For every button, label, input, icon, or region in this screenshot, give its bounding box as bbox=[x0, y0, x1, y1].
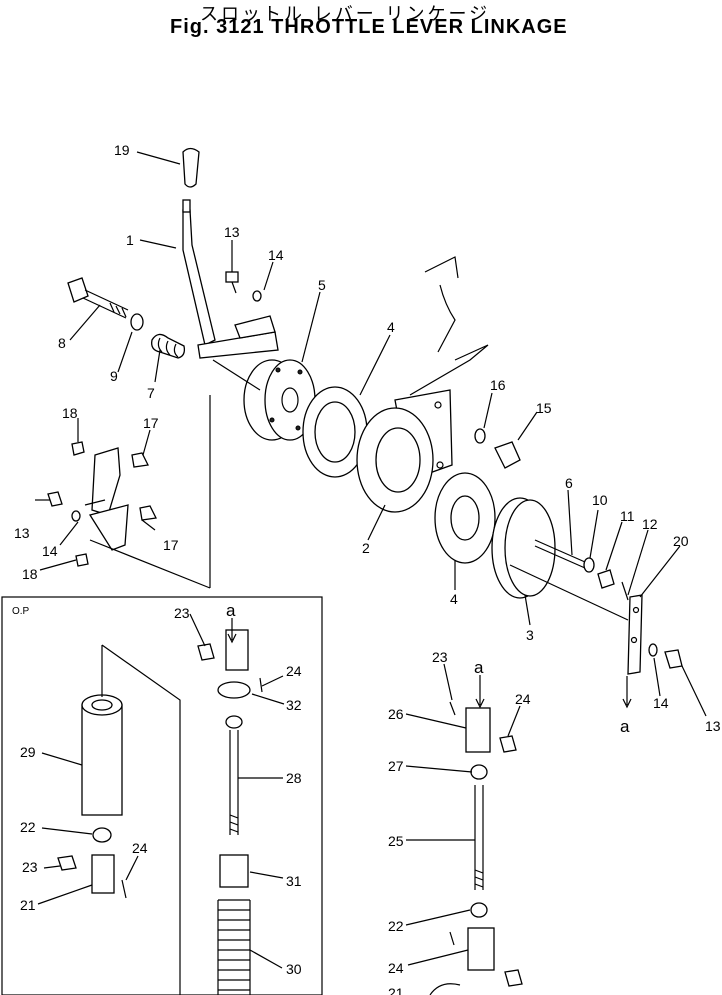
callout-18-bottom: 18 bbox=[22, 566, 38, 582]
callout-6: 6 bbox=[565, 475, 573, 491]
callout-31: 31 bbox=[286, 873, 302, 889]
callout-18-top: 18 bbox=[62, 405, 78, 421]
op-guide-lines bbox=[101, 644, 181, 995]
callout-13-left: 13 bbox=[14, 525, 30, 541]
bolt-8 bbox=[67, 277, 129, 319]
washer-14-left bbox=[71, 510, 81, 522]
sleeve-29 bbox=[81, 694, 123, 816]
callout-23-op: 23 bbox=[22, 859, 38, 875]
ref-a-right: a bbox=[474, 658, 484, 677]
callout-14-top: 14 bbox=[268, 247, 284, 263]
callout-24-right-bottom: 24 bbox=[388, 960, 404, 976]
leader-lines bbox=[35, 151, 707, 969]
bolt-23-op bbox=[57, 855, 77, 871]
callout-10: 10 bbox=[592, 492, 608, 508]
flange-disc-5 bbox=[243, 359, 316, 441]
callout-16: 16 bbox=[490, 377, 506, 393]
ref-a-link: a bbox=[620, 717, 630, 736]
callout-29: 29 bbox=[20, 744, 36, 760]
callout-5: 5 bbox=[318, 277, 326, 293]
callout-24-op: 24 bbox=[132, 840, 148, 856]
bolt-17-bottom bbox=[139, 505, 157, 521]
callout-28: 28 bbox=[286, 770, 302, 786]
nut-11 bbox=[597, 569, 615, 589]
right-rod-assembly bbox=[429, 701, 523, 995]
callout-3: 3 bbox=[526, 627, 534, 643]
callout-19: 19 bbox=[114, 142, 130, 158]
callout-24-op-top: 24 bbox=[286, 663, 302, 679]
callout-27: 27 bbox=[388, 758, 404, 774]
disc-3 bbox=[491, 497, 586, 599]
bolt-17-top bbox=[131, 452, 149, 468]
page-title-jp: スロットル レバー リンケージ bbox=[200, 4, 491, 25]
pin-12 bbox=[621, 581, 629, 601]
callout-21-right: 21 bbox=[388, 985, 404, 995]
callout-15: 15 bbox=[536, 400, 552, 416]
callout-21-op: 21 bbox=[20, 897, 36, 913]
callout-13-top: 13 bbox=[224, 224, 240, 240]
ref-arrow-a2 bbox=[475, 675, 485, 709]
assembly-centerline bbox=[89, 359, 629, 621]
callout-30: 30 bbox=[286, 961, 302, 977]
callout-32: 32 bbox=[286, 697, 302, 713]
ref-arrow-a3 bbox=[622, 676, 632, 709]
friction-ring-4-lower bbox=[434, 472, 496, 564]
link-plate-20 bbox=[627, 594, 643, 675]
bracket-plate-2 bbox=[356, 389, 453, 513]
spring-7 bbox=[151, 333, 186, 359]
callout-13-right: 13 bbox=[705, 718, 721, 734]
callout-26: 26 bbox=[388, 706, 404, 722]
bolt-13-top bbox=[225, 271, 239, 294]
pin-24-op bbox=[121, 879, 127, 899]
lever-knob-19 bbox=[182, 147, 200, 188]
callout-2: 2 bbox=[362, 540, 370, 556]
frame-outline bbox=[409, 256, 489, 396]
nut-18-bottom bbox=[75, 553, 89, 567]
optional-parts-frame bbox=[1, 596, 323, 995]
throttle-lever-1 bbox=[182, 199, 279, 359]
nut-18-top bbox=[71, 441, 85, 456]
bracket-assembly bbox=[84, 447, 129, 551]
nut-22-op bbox=[92, 827, 112, 843]
washer-9 bbox=[130, 313, 144, 331]
callout-14-left: 14 bbox=[42, 543, 58, 559]
ref-arrow-a1 bbox=[227, 618, 237, 644]
clevis-rod-assembly bbox=[197, 629, 251, 995]
bolt-13-left bbox=[47, 491, 63, 507]
pin-24-right bbox=[259, 677, 263, 693]
washer-16 bbox=[474, 428, 486, 444]
callout-24-right-top: 24 bbox=[515, 691, 531, 707]
callout-17-bottom: 17 bbox=[163, 537, 179, 553]
bolt-13-right bbox=[664, 649, 683, 669]
callout-12: 12 bbox=[642, 516, 658, 532]
washer-14-top bbox=[252, 290, 262, 302]
callouts: 19 1 13 14 5 4 8 9 7 18 17 13 14 17 18 1… bbox=[12, 142, 721, 995]
bolt-15 bbox=[494, 441, 521, 469]
callout-14-right: 14 bbox=[653, 695, 669, 711]
callout-4-lower: 4 bbox=[450, 591, 458, 607]
ref-a-op: a bbox=[226, 601, 236, 620]
clevis-21-op bbox=[91, 854, 115, 894]
callout-22-op: 22 bbox=[20, 819, 36, 835]
callout-1: 1 bbox=[126, 232, 134, 248]
callout-4-upper: 4 bbox=[387, 319, 395, 335]
washer-14-right bbox=[648, 643, 658, 657]
callout-7: 7 bbox=[147, 385, 155, 401]
callout-8: 8 bbox=[58, 335, 66, 351]
washer-10 bbox=[583, 557, 595, 573]
callout-23-right: 23 bbox=[432, 649, 448, 665]
callout-17-top: 17 bbox=[143, 415, 159, 431]
callout-11: 11 bbox=[620, 508, 635, 524]
op-label: O.P bbox=[12, 606, 30, 617]
callout-22-right: 22 bbox=[388, 918, 404, 934]
callout-25: 25 bbox=[388, 833, 404, 849]
callout-20: 20 bbox=[673, 533, 689, 549]
callout-23-op-top: 23 bbox=[174, 605, 190, 621]
friction-ring-4-upper bbox=[302, 386, 368, 478]
callout-9: 9 bbox=[110, 368, 118, 384]
page-title: Fig. 3121 THROTTLE LEVER LINKAGE bbox=[170, 16, 568, 38]
